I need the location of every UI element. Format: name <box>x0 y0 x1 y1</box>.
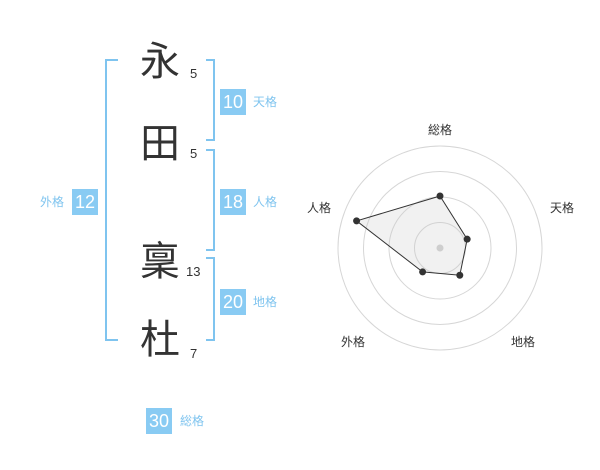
gaikaku-label: 外格 <box>40 195 65 209</box>
radar-axis-label-jinkaku: 人格 <box>307 201 332 215</box>
name-char-1: 永 <box>140 39 180 85</box>
radar-axis-label-soukaku: 総格 <box>428 123 453 137</box>
name-char-2: 田 <box>140 121 180 167</box>
stroke-count-3: 13 <box>186 264 201 279</box>
name-char-4: 杜 <box>140 317 180 363</box>
name-char-3: 稟 <box>140 239 180 285</box>
gaikaku-value: 12 <box>72 189 98 215</box>
radar-center <box>436 244 444 252</box>
tenkaku-value: 10 <box>220 89 246 115</box>
radar-ring <box>337 145 543 351</box>
stroke-count-4: 7 <box>190 346 198 361</box>
radar-point-3 <box>419 268 427 276</box>
radar-axis-label-gaikaku: 外格 <box>341 335 366 349</box>
soukaku-label: 総格 <box>180 414 205 428</box>
tenkaku-bracket <box>206 59 215 141</box>
chikaku-label: 地格 <box>253 295 278 309</box>
gaikaku-bracket <box>105 59 118 341</box>
stroke-count-1: 5 <box>190 66 198 81</box>
stroke-count-2: 5 <box>190 146 198 161</box>
jinkaku-label: 人格 <box>253 195 278 209</box>
radar-polygon <box>355 195 468 276</box>
chikaku-bracket <box>206 257 215 341</box>
radar-axis-label-tenkaku: 天格 <box>550 201 575 215</box>
radar-axis-label-chikaku: 地格 <box>511 335 536 349</box>
radar-point-2 <box>456 271 464 279</box>
radar-point-4 <box>353 217 361 225</box>
soukaku-value: 30 <box>146 408 172 434</box>
chikaku-value: 20 <box>220 289 246 315</box>
radar-point-0 <box>436 192 444 200</box>
tenkaku-label: 天格 <box>253 95 278 109</box>
radar-point-1 <box>463 235 471 243</box>
radar-ring <box>363 171 517 325</box>
jinkaku-value: 18 <box>220 189 246 215</box>
jinkaku-bracket <box>206 149 215 251</box>
